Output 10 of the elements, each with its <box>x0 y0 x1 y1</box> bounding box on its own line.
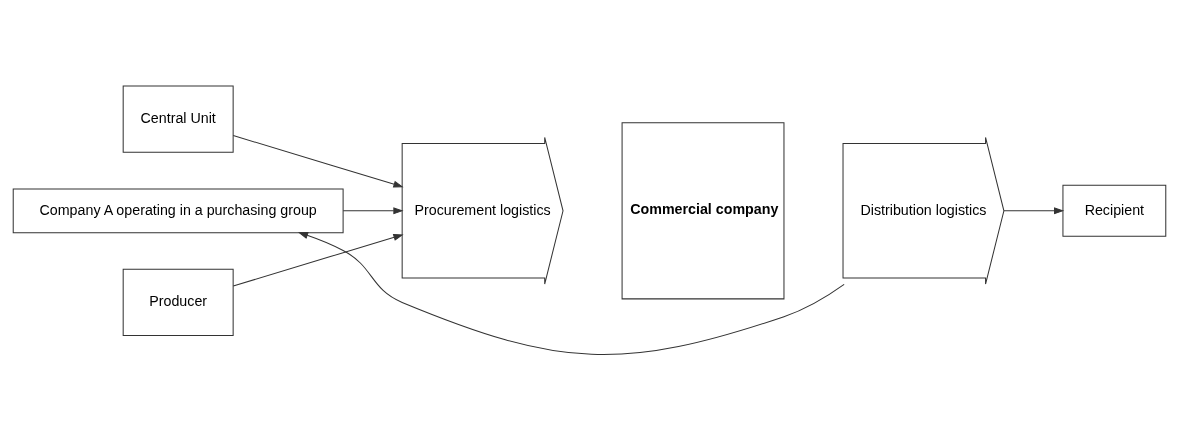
node-box: Recipient <box>1062 184 1167 237</box>
node-box: Central Unit <box>122 85 234 153</box>
arrow <box>1003 207 1065 215</box>
arrow <box>342 207 404 215</box>
node-box: Company A operating in a purchasing group <box>12 188 344 234</box>
arrow <box>232 233 404 287</box>
node-box: Producer <box>122 268 234 337</box>
arrow <box>297 232 845 355</box>
arrow <box>232 135 404 188</box>
node-box: Commercial company <box>621 122 785 300</box>
